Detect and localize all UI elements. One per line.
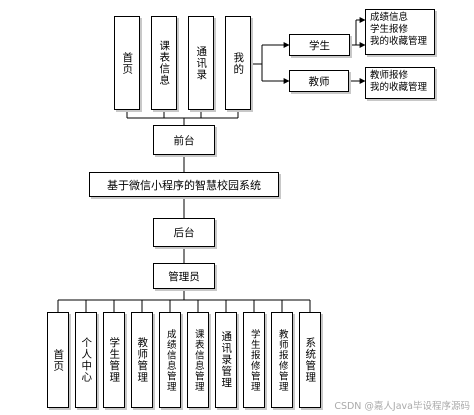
bottom-module-schedule-management: 课表信息管理 [187,312,209,408]
role-student: 学生 [289,34,350,56]
bottom-module-home: 首页 [47,312,69,408]
bottom-module-system-management: 系统管理 [299,312,321,408]
admin-box: 管理员 [153,263,215,289]
bottom-module-teacher-repair-management: 教师报修管理 [271,312,293,408]
bottom-module-grades-management: 成绩信息管理 [159,312,181,408]
backend-box: 后台 [153,218,215,247]
role-teacher: 教师 [289,70,349,92]
bottom-module-student-management: 学生管理 [103,312,125,408]
system-title: 基于微信小程序的智慧校园系统 [89,172,279,197]
student-function-item: 我的收藏管理 [370,36,428,47]
student-function-item: 学生报修 [370,24,409,35]
bottom-module-personal-center: 个人中心 [75,312,97,408]
watermark-text: CSDN @嘉人Java毕设程序源码 [334,401,470,412]
teacher-function-item: 教师报修 [370,70,409,81]
student-function-item: 成绩信息 [370,12,409,23]
top-module-mine: 我的 [225,16,251,110]
bottom-module-contacts-management: 通讯录管理 [215,312,237,408]
top-module-contacts: 通讯录 [188,16,214,110]
teacher-function-item: 我的收藏管理 [370,82,428,93]
top-module-schedule: 课表信息 [151,16,177,110]
frontend-box: 前台 [153,125,215,155]
student-functions: 成绩信息 学生报修 我的收藏管理 [365,9,435,55]
bottom-module-teacher-management: 教师管理 [131,312,153,408]
teacher-functions: 教师报修 我的收藏管理 [365,67,435,99]
bottom-module-student-repair-management: 学生报修管理 [243,312,265,408]
top-module-home: 首页 [114,16,140,110]
